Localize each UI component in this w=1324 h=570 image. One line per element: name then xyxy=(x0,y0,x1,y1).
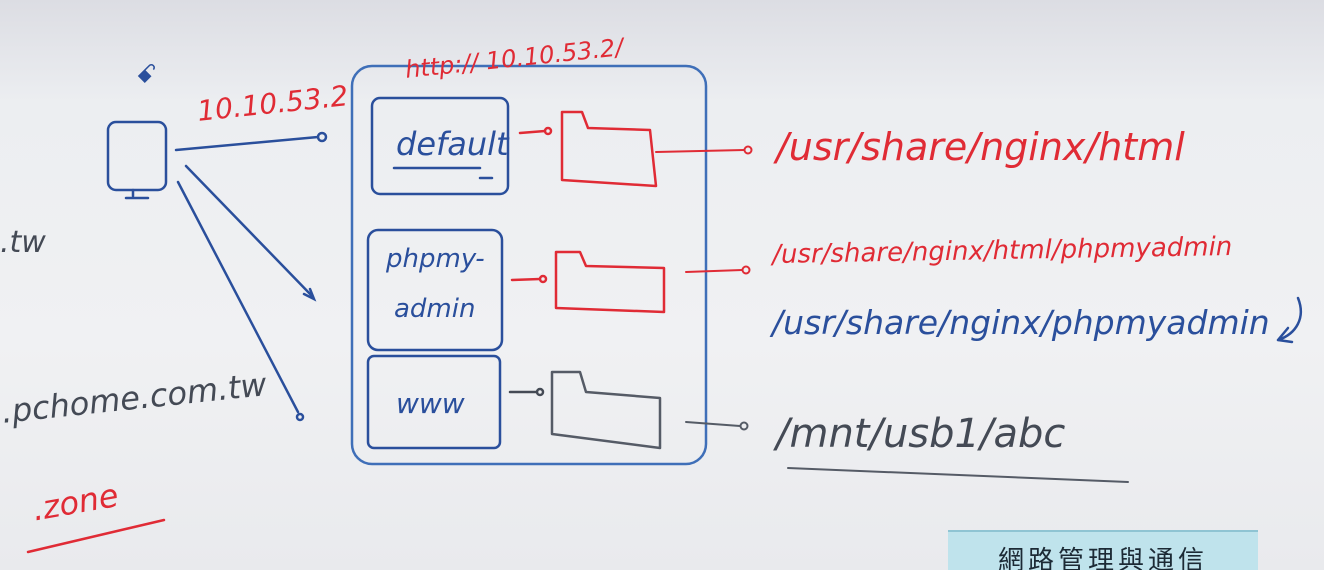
path-phpmyadmin-html: /usr/share/nginx/html/phpmyadmin xyxy=(771,231,1233,270)
client-connection-arrows xyxy=(174,131,328,422)
path-www: /mnt/usb1/abc xyxy=(776,411,1066,457)
folder-to-path-lines xyxy=(655,145,753,431)
path-underline xyxy=(787,467,1129,483)
zone-underline xyxy=(26,518,166,554)
site-box-default xyxy=(370,96,510,196)
site-name-phpmyadmin-2: admin xyxy=(394,294,476,324)
site-name-default: default xyxy=(396,125,509,163)
server-box xyxy=(350,64,708,466)
client-glyph: ꗃ xyxy=(136,60,157,90)
site-name-phpmyadmin-1: phpmy- xyxy=(386,244,485,274)
course-title: 網路管理與通信 xyxy=(997,546,1208,570)
folder-icon xyxy=(560,110,658,188)
alt-path-arrow xyxy=(1276,296,1303,344)
path-phpmyadmin-alt: /usr/share/nginx/phpmyadmin xyxy=(772,303,1270,342)
site-box-phpmyadmin xyxy=(366,228,504,352)
course-title-card: 網路管理與通信 xyxy=(948,530,1258,570)
partial-domain-tw: .tw xyxy=(0,225,46,260)
client-computer-icon xyxy=(106,120,168,200)
site-to-folder-arrows xyxy=(508,126,553,397)
site-box-www xyxy=(366,354,502,450)
path-default: /usr/share/nginx/html xyxy=(776,125,1185,169)
site-name-www: www xyxy=(396,387,465,420)
folder-icon xyxy=(550,370,662,450)
folder-icon xyxy=(554,250,666,314)
